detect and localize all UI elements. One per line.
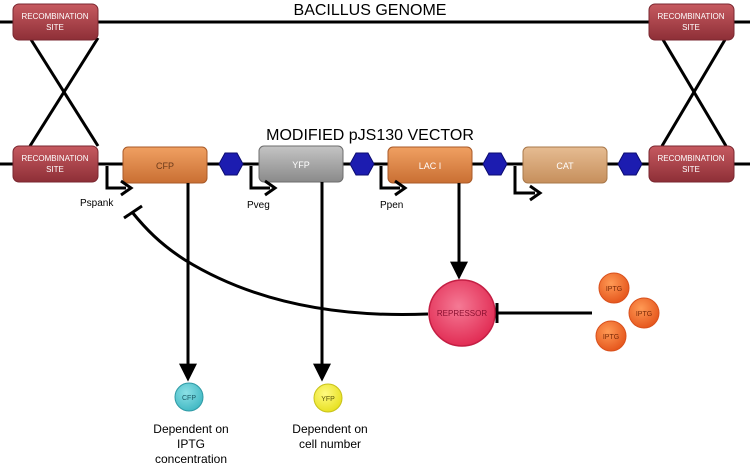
yfp-caption-line-2: cell number bbox=[299, 437, 361, 451]
svg-text:CAT: CAT bbox=[556, 161, 574, 171]
terminator-hexagon-4 bbox=[617, 152, 643, 176]
cfp-caption-line-1: Dependent on bbox=[153, 422, 228, 436]
ppen-promoter-arrow bbox=[379, 166, 408, 197]
left-crossover bbox=[28, 37, 100, 147]
svg-text:CFP: CFP bbox=[182, 395, 196, 402]
recombination-site-vector-left: RECOMBINATION SITE bbox=[12, 145, 99, 183]
recombination-site-genome-left: RECOMBINATION SITE bbox=[12, 3, 99, 41]
cfp-output-circle: CFP bbox=[174, 382, 204, 412]
pspank-label: Pspank bbox=[80, 198, 114, 209]
laci-gene: LAC I bbox=[387, 146, 473, 184]
repressor-circle: REPRESSOR bbox=[428, 279, 496, 347]
svg-text:IPTG: IPTG bbox=[603, 334, 619, 341]
terminator-hexagon-1 bbox=[218, 152, 244, 176]
svg-text:SITE: SITE bbox=[46, 165, 64, 174]
svg-text:LAC I: LAC I bbox=[419, 161, 442, 171]
svg-text:YFP: YFP bbox=[321, 396, 335, 403]
pveg-promoter-arrow bbox=[249, 166, 278, 197]
ppen-label: Ppen bbox=[380, 200, 403, 211]
cfp-gene: CFP bbox=[122, 146, 208, 184]
terminator-hexagon-3 bbox=[482, 152, 508, 176]
cfp-caption-line-2: IPTG bbox=[177, 437, 205, 451]
cat-gene: CAT bbox=[522, 146, 608, 184]
vector-title: MODIFIED pJS130 VECTOR bbox=[266, 127, 474, 144]
yfp-output-circle: YFP bbox=[313, 383, 343, 413]
svg-text:CFP: CFP bbox=[156, 161, 174, 171]
svg-text:RECOMBINATION: RECOMBINATION bbox=[658, 154, 725, 163]
repressor-inhibition-curve bbox=[130, 211, 429, 316]
iptg-molecule-3: IPTG bbox=[595, 320, 627, 352]
svg-text:RECOMBINATION: RECOMBINATION bbox=[658, 12, 725, 21]
svg-text:IPTG: IPTG bbox=[636, 311, 652, 318]
iptg-molecule-2: IPTG bbox=[628, 297, 660, 329]
svg-text:RECOMBINATION: RECOMBINATION bbox=[22, 12, 89, 21]
cfp-caption-line-3: concentration bbox=[155, 452, 227, 466]
repressor-inhibition-bar bbox=[123, 204, 143, 220]
svg-text:YFP: YFP bbox=[292, 160, 310, 170]
genome-title: BACILLUS GENOME bbox=[294, 2, 447, 19]
yfp-gene: YFP bbox=[258, 145, 344, 183]
svg-text:SITE: SITE bbox=[682, 23, 700, 32]
cat-promoter-arrow bbox=[513, 166, 543, 202]
svg-text:SITE: SITE bbox=[46, 23, 64, 32]
right-crossover bbox=[660, 37, 728, 147]
pspank-promoter-arrow bbox=[105, 166, 134, 197]
iptg-molecule-1: IPTG bbox=[598, 272, 630, 304]
terminator-hexagon-2 bbox=[349, 152, 375, 176]
recombination-site-genome-right: RECOMBINATION SITE bbox=[648, 3, 735, 41]
yfp-caption-line-1: Dependent on bbox=[292, 422, 367, 436]
svg-text:RECOMBINATION: RECOMBINATION bbox=[22, 154, 89, 163]
recombination-site-vector-right: RECOMBINATION SITE bbox=[648, 145, 735, 183]
pveg-label: Pveg bbox=[247, 200, 270, 211]
svg-text:REPRESSOR: REPRESSOR bbox=[437, 309, 487, 318]
svg-text:IPTG: IPTG bbox=[606, 286, 622, 293]
svg-text:SITE: SITE bbox=[682, 165, 700, 174]
